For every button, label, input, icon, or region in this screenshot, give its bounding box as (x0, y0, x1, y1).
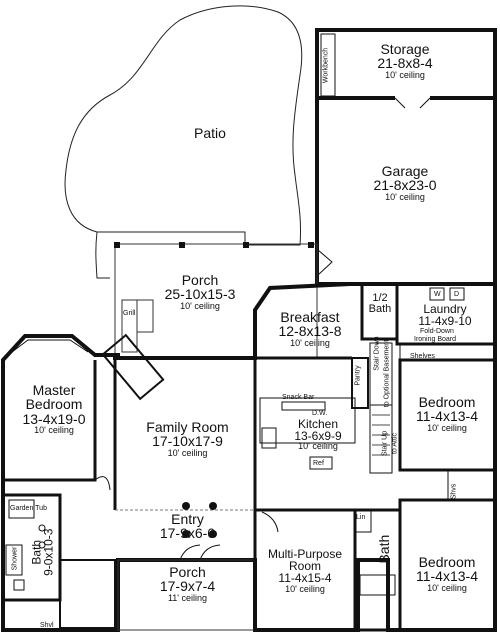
stair-down-label: Stair Down (373, 336, 381, 371)
pantry-label: Pantry (354, 365, 362, 386)
closet-shelf (59, 559, 116, 629)
bedroom3-closet (447, 469, 496, 501)
column-3 (182, 530, 190, 538)
shower-label: Shower (11, 546, 19, 571)
master-bedroom-walls (1, 360, 97, 482)
stair-up-label: Stair Up (381, 430, 389, 457)
washer (429, 287, 445, 301)
post-4 (308, 242, 314, 248)
snack-bar (281, 401, 326, 411)
fireplace (101, 333, 165, 401)
half-bath-label: 1/2 Bath (368, 292, 392, 316)
column-2 (209, 502, 217, 510)
storage-door-swing (394, 97, 431, 109)
dw-label: D.W. (312, 410, 328, 417)
workbench-strip (320, 33, 336, 97)
master-bay-window (11, 339, 89, 353)
master-bedroom-label: Master Bedroom 13-4x19-0 10' ceiling (22, 382, 86, 435)
kitchen-counters (259, 397, 356, 444)
sink-2 (38, 541, 46, 549)
post-2 (179, 242, 185, 248)
shower-box (5, 544, 23, 576)
entry-label: Entry 17-9x6-0 (159, 511, 216, 542)
front-porch-label: Porch 17-9x7-4 11' ceiling (159, 564, 216, 603)
fold-down-label: Fold-Down (420, 328, 454, 335)
column-1 (182, 502, 190, 510)
bath2-walls (353, 508, 402, 632)
snack-bar-label: Snack Bar (282, 394, 315, 401)
garden-tub-label: Garden Tub (10, 505, 47, 512)
shvl-label: Shvl (40, 622, 54, 629)
shvs-label: Shvs (450, 483, 458, 500)
lin-label: Lin (356, 514, 366, 521)
dryer (449, 287, 465, 301)
stair-treads (372, 414, 390, 456)
kitchen-label: Kitchen 13-6x9-9 10' ceiling (294, 417, 342, 452)
optional-basement-label: to Optional Basement (383, 339, 391, 408)
storage-label: Storage 21-8x8-4 10' ceiling (377, 41, 433, 80)
patio-name: Patio (194, 125, 226, 141)
master-bath-label: Bath 9-0x10-3 (29, 528, 56, 576)
bedroom2-closet (399, 343, 496, 361)
bath2-label: Bath (375, 534, 392, 564)
refrigerator (309, 456, 333, 470)
garage-entry-step (317, 249, 333, 276)
sink-1 (38, 524, 46, 532)
grill-box (136, 299, 154, 333)
multi-purpose-label: Multi-Purpose Room 11-4x15-4 10' ceiling (267, 547, 343, 594)
post-3 (243, 242, 249, 248)
bath2-tub (359, 574, 396, 596)
pantry (351, 357, 369, 409)
range (261, 427, 277, 449)
patio-outline (64, 5, 303, 246)
multi-room-walls (253, 508, 357, 632)
post-1 (114, 242, 120, 248)
dryer-label: D (454, 291, 460, 298)
family-room-label: Family Room 17-10x17-9 10' ceiling (146, 419, 229, 458)
garden-tub (8, 499, 35, 519)
ref-label: Ref (313, 460, 324, 467)
master-bath-walls (3, 493, 62, 602)
patio-label: Patio (175, 125, 245, 141)
to-attic-label: to Attic (391, 433, 399, 455)
breakfast-label: Breakfast 12-8x13-8 10' ceiling (278, 309, 342, 348)
bedroom3-label: Bedroom 11-4x13-4 10' ceiling (415, 554, 478, 593)
front-door (179, 544, 221, 561)
multi-door-swing (261, 511, 279, 533)
stair-up (369, 404, 393, 474)
toilet (13, 579, 25, 591)
patio-outline-lower (95, 231, 110, 279)
column-4 (209, 530, 217, 538)
grill-label: Grill (123, 310, 136, 317)
garage-label: Garage 21-8x23-0 10' ceiling (373, 163, 437, 202)
washer-label: W (434, 291, 441, 298)
shelves-label: Shelves (410, 353, 435, 360)
master-door-swing (94, 476, 111, 491)
ironing-board-label: Ironing Board (414, 336, 457, 343)
laundry-label: Laundry 11-4x9-10 (418, 302, 472, 329)
bedroom2-label: Bedroom 11-4x13-4 10' ceiling (415, 394, 478, 433)
rear-porch-label: Porch 25-10x15-3 10' ceiling (164, 272, 236, 311)
workbench-label: Workbench (322, 47, 330, 84)
